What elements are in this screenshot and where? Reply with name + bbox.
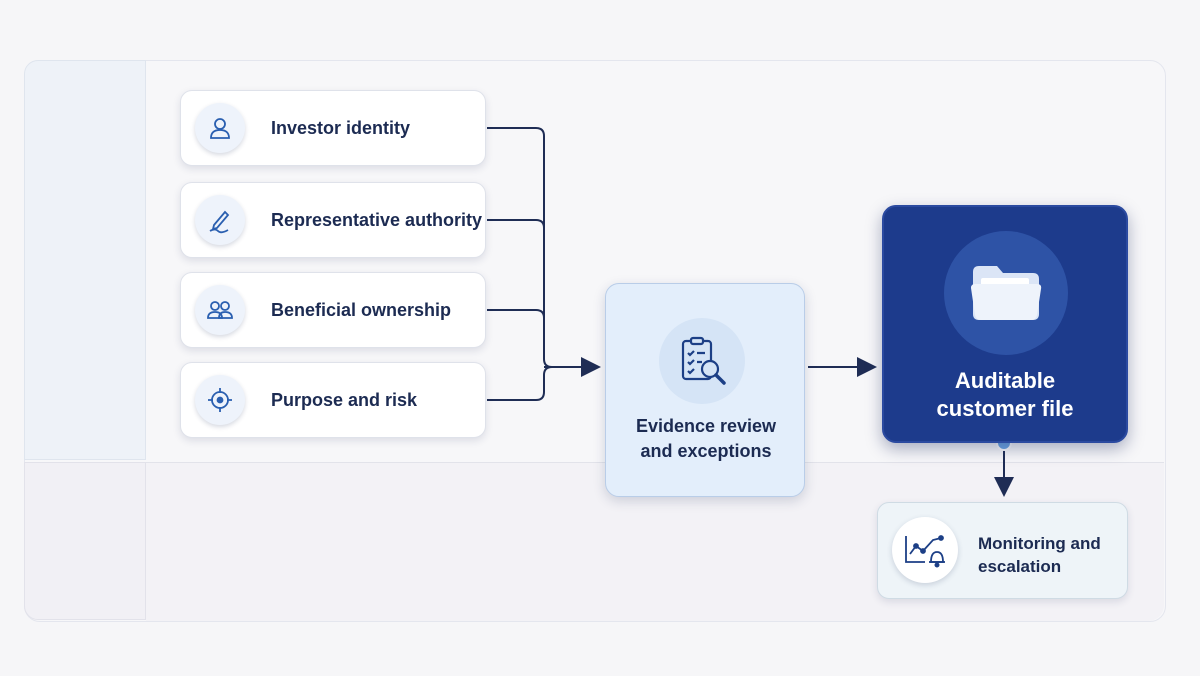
input-card-investor-identity[interactable]: Investor identity [180, 90, 486, 166]
person-icon [195, 103, 245, 153]
connector-representative-authority [487, 219, 545, 359]
input-label: Representative authority [271, 209, 483, 230]
input-label: Beneficial ownership [271, 299, 452, 320]
pen-signature-icon [195, 195, 245, 245]
connector-investor-identity [487, 127, 553, 368]
connector-purpose-risk [487, 366, 553, 401]
folder-icon [944, 231, 1068, 355]
evidence-review-box[interactable]: Evidence review and exceptions [605, 283, 805, 497]
connector-beneficial-ownership [487, 309, 545, 359]
clipboard-search-icon [659, 318, 745, 404]
lane-header-top [24, 60, 146, 460]
monitoring-escalation-box[interactable]: Monitoring and escalation [877, 502, 1128, 599]
input-card-purpose-risk[interactable]: Purpose and risk [180, 362, 486, 438]
input-card-representative-authority[interactable]: Representative authority [180, 182, 486, 258]
people-icon [195, 285, 245, 335]
input-label: Investor identity [271, 117, 411, 138]
chart-bell-icon [892, 517, 958, 583]
evidence-label: Evidence review and exceptions [635, 416, 777, 461]
input-card-beneficial-ownership[interactable]: Beneficial ownership [180, 272, 486, 348]
target-icon [195, 375, 245, 425]
lane-header-bottom [24, 462, 146, 620]
input-label: Purpose and risk [271, 389, 418, 410]
monitoring-label: Monitoring and escalation [978, 534, 1101, 576]
auditable-customer-file-box[interactable]: Auditable customer file [882, 205, 1128, 443]
audit-label: Auditable customer file [936, 368, 1074, 421]
